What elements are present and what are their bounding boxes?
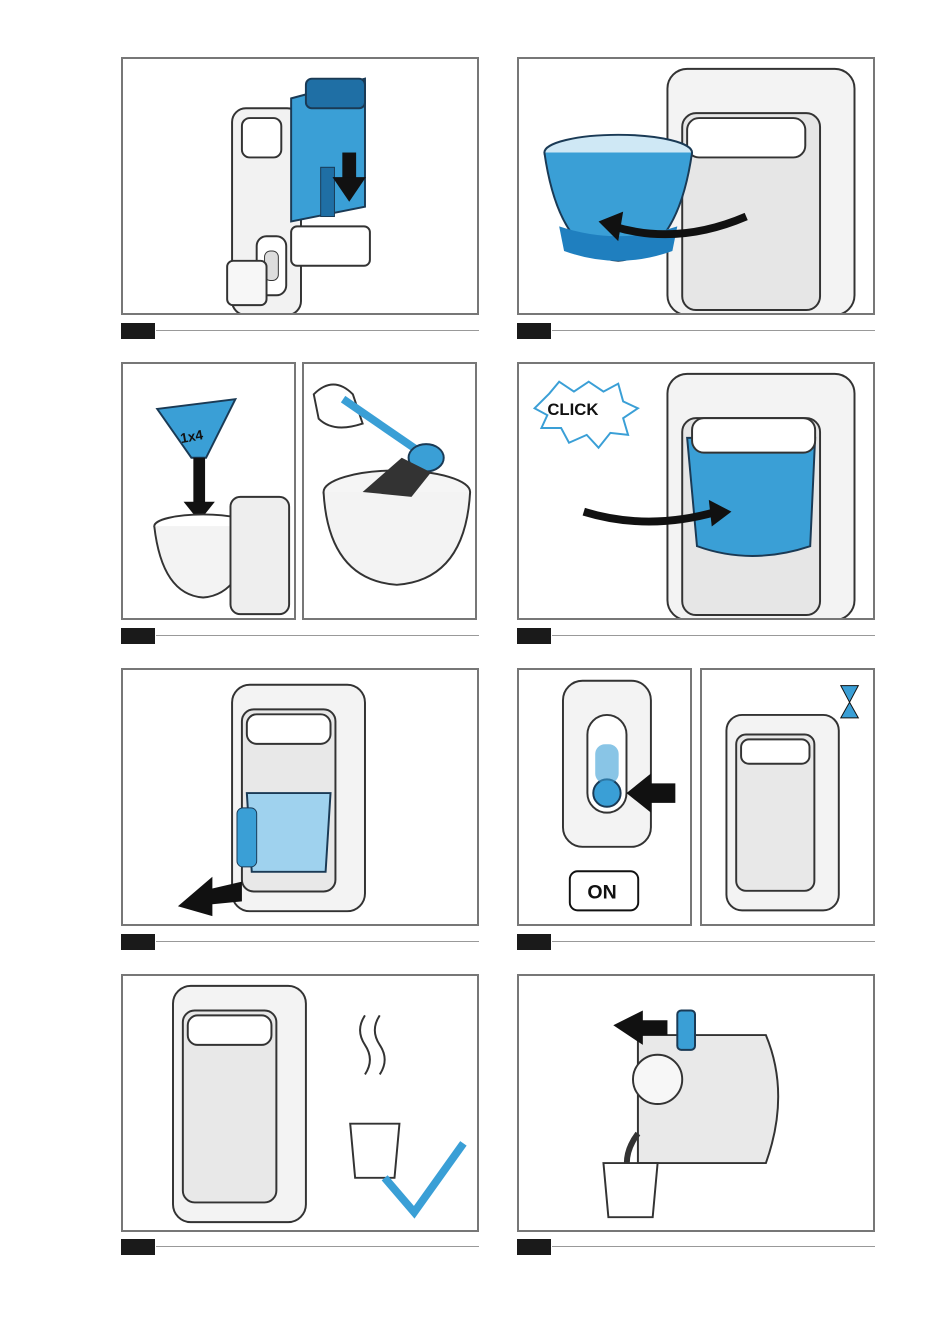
step-number-bar — [517, 934, 551, 950]
divider-line — [552, 941, 875, 942]
divider-line — [156, 1246, 479, 1247]
divider-line — [156, 330, 479, 331]
divider-line — [552, 635, 875, 636]
on-label: ON — [587, 882, 616, 904]
step-panel-add-coffee — [302, 362, 477, 620]
click-burst-icon: CLICK — [535, 382, 638, 448]
step-panel-fill-water-tank — [121, 57, 479, 315]
hourglass-icon — [841, 686, 859, 718]
step-panel-brewing — [700, 668, 875, 926]
step-number-bar — [517, 1239, 551, 1255]
step-panel-insert-paper-filter: 1x4 — [121, 362, 296, 620]
step-number-bar — [121, 628, 155, 644]
steam-cup-icon — [350, 1015, 399, 1177]
divider-line — [156, 941, 479, 942]
step-number-bar — [517, 628, 551, 644]
step-number-bar — [121, 934, 155, 950]
step-panel-close-filter-holder: CLICK — [517, 362, 875, 620]
divider-line — [156, 635, 479, 636]
step-number-bar — [121, 1239, 155, 1255]
step-panel-open-filter-holder — [517, 57, 875, 315]
step-panel-coffee-ready — [121, 974, 479, 1232]
step-panel-insert-jug — [121, 668, 479, 926]
step-number-bar — [121, 323, 155, 339]
arrow-down-icon — [184, 458, 215, 522]
click-label: CLICK — [547, 400, 598, 419]
divider-line — [552, 1246, 875, 1247]
step-panel-pour-coffee — [517, 974, 875, 1232]
divider-line — [552, 330, 875, 331]
step-panel-switch-on: ON — [517, 668, 692, 926]
step-number-bar — [517, 323, 551, 339]
